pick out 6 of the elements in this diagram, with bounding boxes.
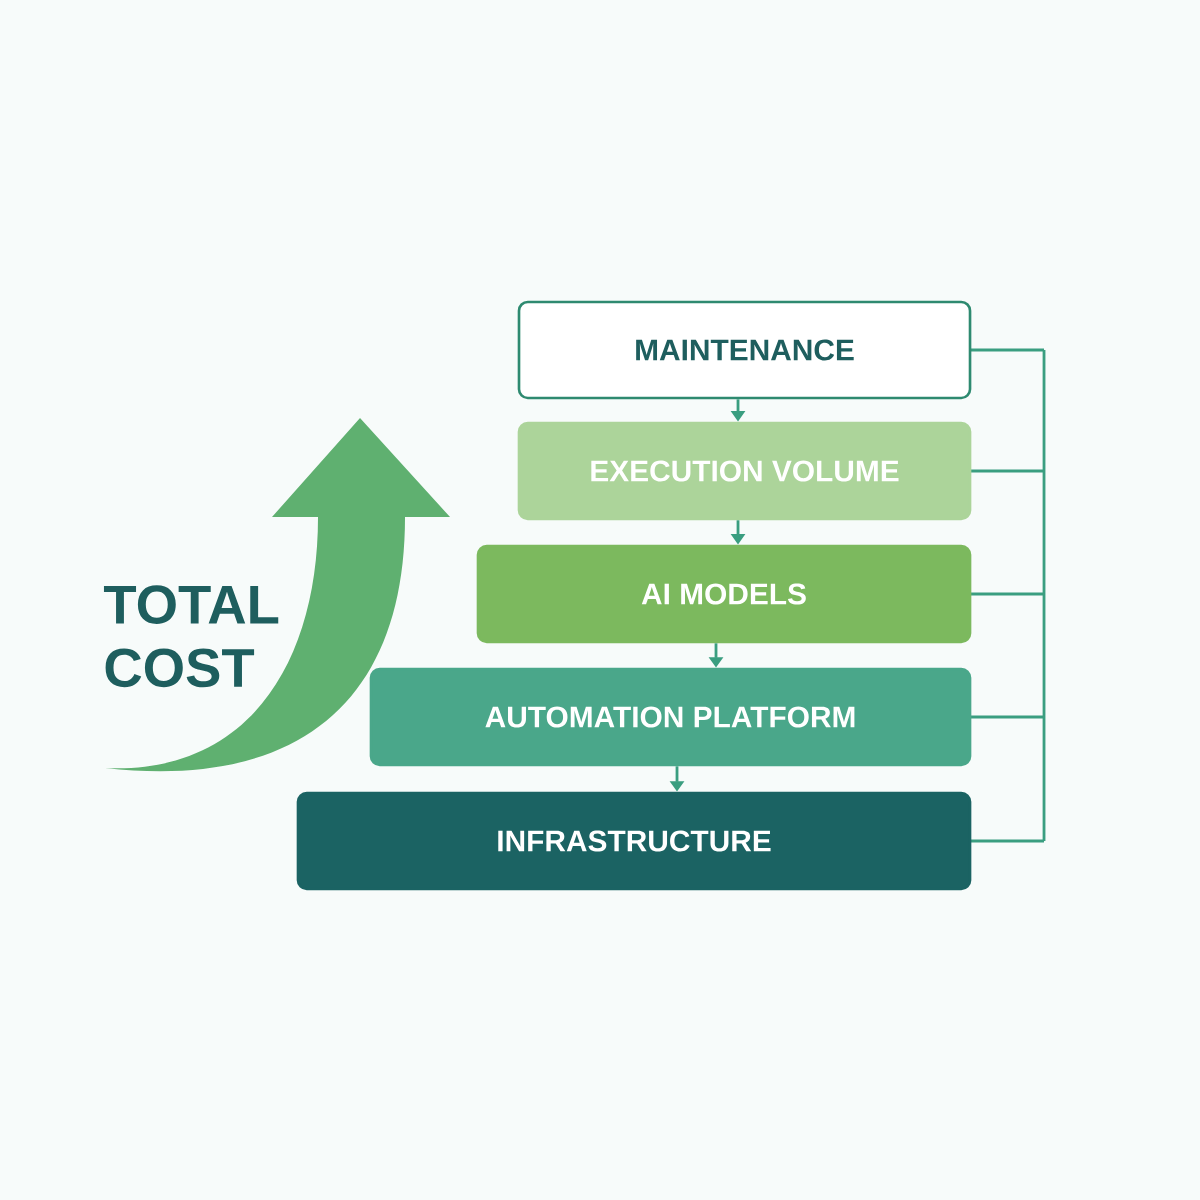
layer-box: INFRASTRUCTURE [296,791,972,891]
layer-box: AI MODELS [476,544,972,644]
cost-label: TOTAL COST [103,585,279,688]
layer-box: MAINTENANCE [517,300,972,400]
layer-box: EXECUTION VOLUME [517,421,972,521]
layer-box: AUTOMATION PLATFORM [369,667,972,767]
